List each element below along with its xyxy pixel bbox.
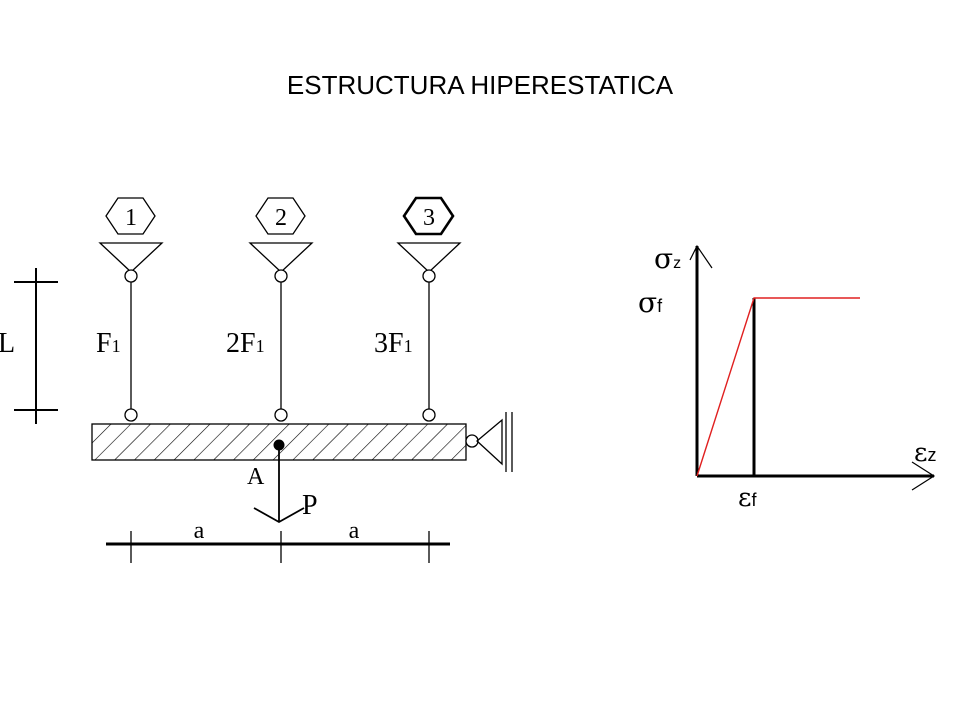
y-axis-label: σz (654, 242, 681, 275)
bar-number-label: 3 (423, 205, 435, 231)
bar-3 (396, 196, 462, 422)
bar-area-label: 2F1 (226, 328, 265, 359)
span-dimension (106, 531, 450, 563)
bottom-hinge (124, 408, 138, 422)
bar-area-label: F1 (96, 328, 121, 359)
bar-area-label: 3F1 (374, 328, 413, 359)
bar-number-hexagon (402, 196, 455, 236)
top-support (396, 242, 462, 273)
top-hinge (124, 269, 138, 283)
stress-strain-curve (696, 297, 860, 477)
load-label: P (302, 490, 318, 521)
page-title: ESTRUCTURA HIPERESTATICA (286, 70, 674, 100)
top-hinge (422, 269, 436, 283)
bar-number-label: 1 (125, 205, 137, 231)
bar-number-hexagon (255, 197, 306, 235)
top-support (248, 242, 314, 273)
yield-stress-label: σf (638, 286, 663, 319)
length-dimension (14, 268, 58, 424)
yield-strain-label: εf (738, 483, 757, 513)
bar-1 (98, 197, 164, 422)
point-label: A (247, 464, 265, 490)
top-support (98, 242, 164, 273)
bar-number-hexagon (105, 197, 156, 235)
span-label: a (349, 518, 360, 544)
load-arrow (253, 445, 305, 524)
stress-strain-graph (689, 244, 936, 491)
length-label: L (0, 328, 15, 359)
right-pin-support (465, 412, 513, 472)
span-label: a (194, 518, 205, 544)
bottom-hinge (274, 408, 288, 422)
y-axis-arrow (689, 244, 713, 269)
x-axis-label: εz (914, 438, 936, 468)
bar-2 (248, 197, 314, 422)
bar-number-label: 2 (275, 205, 287, 231)
x-axis-arrow (911, 461, 936, 491)
top-hinge (274, 269, 288, 283)
bottom-hinge (422, 408, 436, 422)
